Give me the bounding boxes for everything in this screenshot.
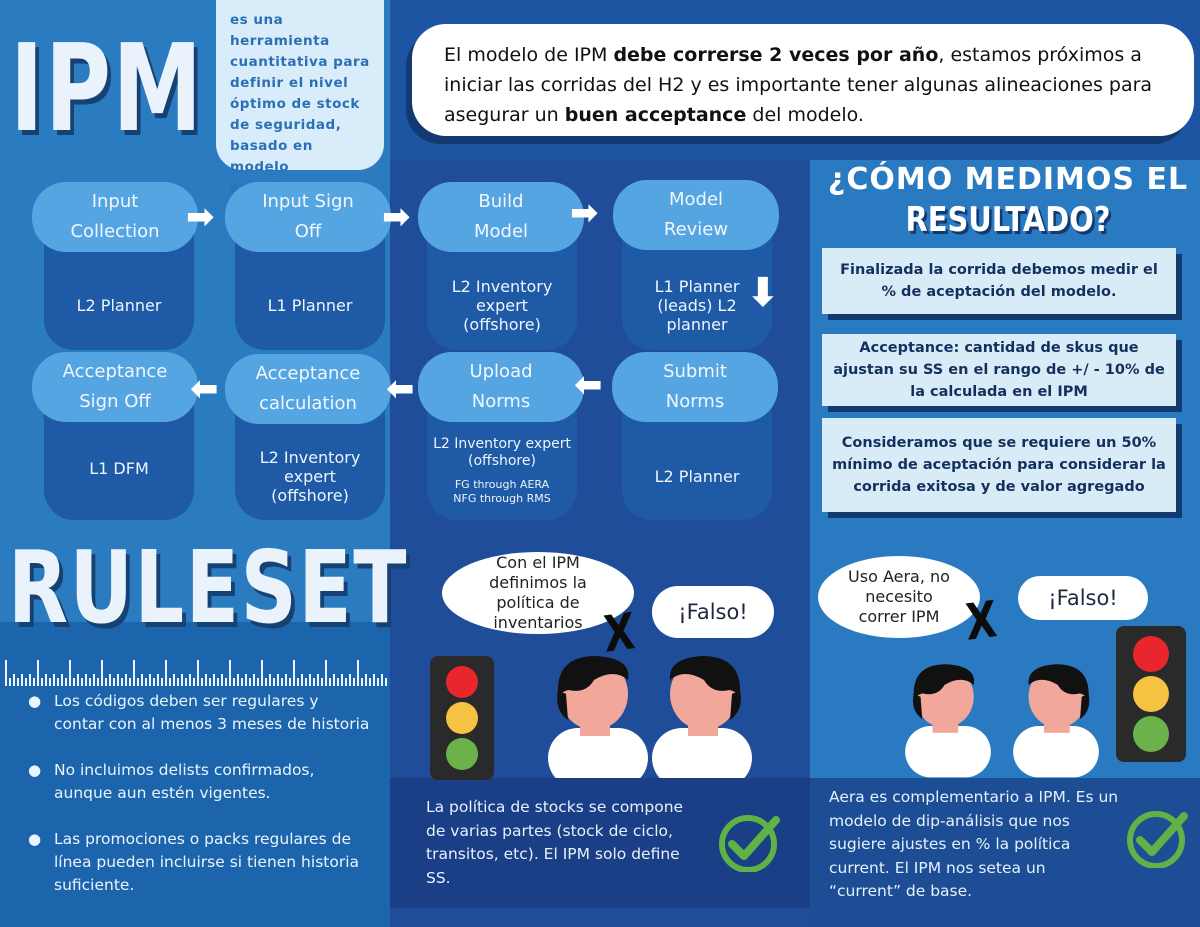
step-input-collection: Input Collection xyxy=(32,182,198,252)
measure-heading: ¿CÓMO MEDIMOS EL RESULTADO? xyxy=(818,162,1198,242)
bullet-icon: ● xyxy=(28,761,42,779)
yellow-light-icon xyxy=(446,702,478,734)
person-icon xyxy=(548,656,648,778)
step-owner-label: L2 Inventory expert (offshore) xyxy=(433,436,571,469)
list-item: ● Las promociones o packs regulares de lí… xyxy=(28,828,373,897)
step-note: NFG through RMS xyxy=(453,492,551,505)
step-owner-label: L2 Inventory expert (offshore) xyxy=(259,447,361,505)
list-item: ● No incluimos delists confirmados, aunqu… xyxy=(28,759,373,805)
bullet-icon: ● xyxy=(28,830,42,848)
red-light-icon xyxy=(446,666,478,698)
ipm-definition: es una herramienta cuantitativa para def… xyxy=(216,0,384,196)
intro-bold-1: debe correrse 2 veces por año xyxy=(613,44,939,66)
arrow-left-icon: ⬅ xyxy=(386,369,415,409)
step-label: Input Collection xyxy=(70,191,160,242)
step-upload-norms: Upload Norms xyxy=(418,352,584,422)
measure-heading-line1: ¿CÓMO MEDIMOS EL xyxy=(827,162,1189,197)
myth1-claim-text: Con el IPM definimos la política de inve… xyxy=(489,553,587,632)
page-title: IPM xyxy=(10,20,204,159)
person-icon xyxy=(1013,664,1099,778)
bullet-icon: ● xyxy=(28,692,42,710)
step-label: Input Sign Off xyxy=(262,191,354,242)
step-label: Acceptance calculation xyxy=(255,363,361,414)
step-label: Submit Norms xyxy=(663,361,727,412)
person-icon xyxy=(905,664,991,778)
step-build-model: Build Model xyxy=(418,182,584,252)
arrow-right-icon: ➡ xyxy=(570,193,599,233)
step-label: Acceptance Sign Off xyxy=(62,361,168,412)
arrow-right-icon: ➡ xyxy=(382,197,411,237)
step-acceptance-calculation: Acceptance calculation xyxy=(225,354,391,424)
myth2-verdict-bubble: ¡Falso! xyxy=(1018,576,1148,620)
myth2-claim-text: Uso Aera, no necesito correr IPM xyxy=(848,567,950,626)
myth1-claim-bubble: Con el IPM definimos la política de inve… xyxy=(442,552,634,634)
green-light-icon xyxy=(446,738,478,770)
step-label: Model Review xyxy=(663,189,729,240)
myth2-claim-bubble: Uso Aera, no necesito correr IPM xyxy=(818,556,980,638)
x-mark-icon: X xyxy=(963,590,1000,652)
rule-text: No incluimos delists confirmados, aunque… xyxy=(54,761,315,802)
step-owner-label: L1 Planner (leads) L2 planner xyxy=(654,276,740,334)
intro-text-1: El modelo de IPM xyxy=(444,44,614,66)
traffic-light-icon xyxy=(430,656,494,780)
step-input-sign-off: Input Sign Off xyxy=(225,182,391,252)
intro-bold-2: buen acceptance xyxy=(564,104,747,126)
ruler-decoration xyxy=(5,660,387,686)
measure-info-box: Consideramos que se requiere un 50% míni… xyxy=(822,418,1176,512)
step-label: Build Model xyxy=(473,191,529,242)
measure-info-box: Acceptance: cantidad de skus que ajustan… xyxy=(822,334,1176,406)
myth1-explanation: La política de stocks se compone de vari… xyxy=(426,798,684,887)
traffic-light-icon xyxy=(1116,626,1186,762)
arrow-down-icon: ⬇ xyxy=(746,270,780,316)
list-item: ● Los códigos deben ser regulares y conta… xyxy=(28,690,373,736)
check-icon xyxy=(719,815,780,872)
myth1-explanation-panel xyxy=(390,778,810,908)
arrow-right-icon: ➡ xyxy=(186,197,215,237)
measure-info-box: Finalizada la corrida debemos medir el %… xyxy=(822,248,1176,314)
person-icon xyxy=(652,656,752,778)
step-note: FG through AERA xyxy=(454,478,550,491)
measure-heading-line2: RESULTADO? xyxy=(905,200,1111,240)
ruleset-list: ● Los códigos deben ser regulares y conta… xyxy=(28,690,373,920)
yellow-light-icon xyxy=(1133,676,1169,712)
ruleset-title: RULESET xyxy=(8,529,408,646)
step-acceptance-sign-off: Acceptance Sign Off xyxy=(32,352,198,422)
rule-text: Los códigos deben ser regulares y contar… xyxy=(54,692,370,733)
step-submit-norms: Submit Norms xyxy=(612,352,778,422)
rule-text: Las promociones o packs regulares de lín… xyxy=(54,830,360,894)
myth2-explanation: Aera es complementario a IPM. Es un mode… xyxy=(829,788,1119,900)
step-label: Upload Norms xyxy=(469,361,533,412)
arrow-left-icon: ⬅ xyxy=(190,369,219,409)
step-owner-label: L2 Inventory expert (offshore) xyxy=(451,276,553,334)
red-light-icon xyxy=(1133,636,1169,672)
intro-text-3: del modelo. xyxy=(746,104,864,126)
green-light-icon xyxy=(1133,716,1169,752)
check-icon xyxy=(1127,811,1188,868)
arrow-left-icon: ⬅ xyxy=(574,365,603,405)
step-model-review: Model Review xyxy=(613,180,779,250)
intro-text-2: , estamos próximos a iniciar las corrida… xyxy=(444,44,1153,126)
intro-callout: El modelo de IPM debe correrse 2 veces p… xyxy=(412,24,1194,136)
myth1-verdict-bubble: ¡Falso! xyxy=(652,586,774,638)
